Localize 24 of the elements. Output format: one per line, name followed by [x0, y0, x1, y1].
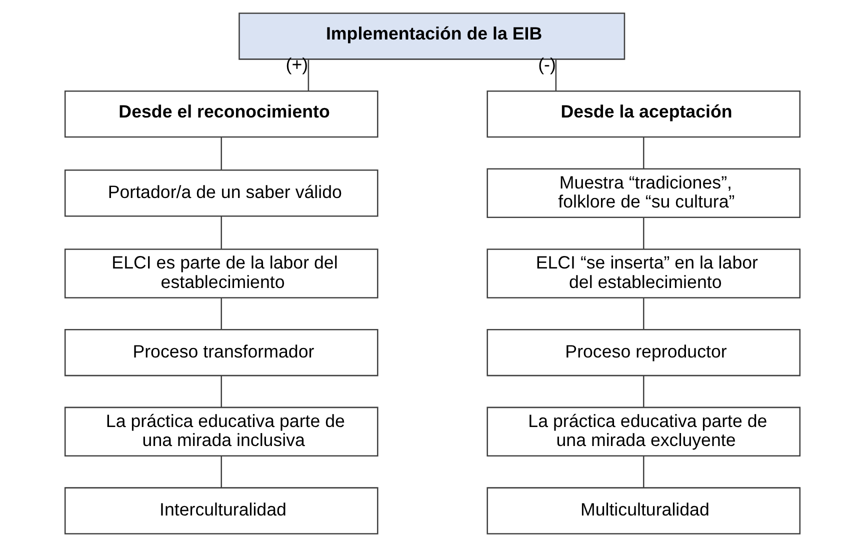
connector: [307, 60, 309, 91]
node-box: Desde la aceptación: [486, 90, 800, 138]
connector: [642, 456, 644, 488]
node-box: Multiculturalidad: [486, 487, 800, 534]
node-box: ELCI es parte de la labor del establecimiento: [64, 248, 378, 298]
node-box: ELCI “se inserta” en la labor del establecimiento: [486, 248, 800, 298]
node-box: Interculturalidad: [64, 487, 378, 534]
node-box: Proceso reproductor: [486, 329, 800, 376]
node-box: Portador/a de un saber válido: [64, 170, 378, 217]
connector: [642, 137, 644, 169]
node-box: Proceso transformador: [64, 329, 378, 376]
connector: [220, 137, 222, 170]
connector: [220, 456, 222, 488]
connector: [220, 216, 222, 249]
node-box: Desde el reconocimiento: [64, 90, 378, 138]
connector: [554, 60, 556, 91]
connector: [642, 218, 644, 250]
node-box: La práctica educativa parte de una mirada excluyente: [486, 406, 800, 457]
connector: [642, 298, 644, 330]
connector: [220, 376, 222, 408]
node-box: Muestra “tradiciones”, folklore de “su cultura”: [486, 168, 800, 218]
node-box: La práctica educativa parte de una mirada inclusiva: [64, 406, 378, 457]
connector: [220, 298, 222, 330]
connector: [642, 376, 644, 408]
